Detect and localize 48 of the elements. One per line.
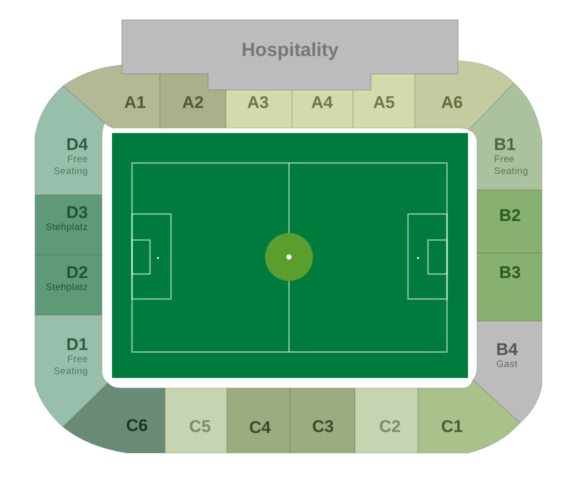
- section-note: Free Seating: [52, 354, 88, 378]
- seating-section: [63, 383, 165, 453]
- section-label: D1: [66, 336, 88, 354]
- seating-section: [160, 74, 226, 128]
- section-label: D3: [66, 204, 88, 222]
- section-note: Stehplatz: [46, 282, 88, 294]
- section-note: Stehplatz: [46, 222, 88, 234]
- seating-section: [353, 74, 415, 128]
- section-note: Free Seating: [494, 154, 530, 178]
- seating-section: [477, 190, 542, 253]
- section-label: D2: [66, 264, 88, 282]
- section-label: C1: [441, 418, 463, 436]
- section-label: A5: [373, 94, 395, 112]
- section-label: B3: [499, 264, 521, 282]
- seating-section: [292, 90, 353, 128]
- hospitality-area: [122, 20, 458, 90]
- section-label: A6: [441, 94, 463, 112]
- seating-section: [469, 83, 542, 190]
- seating-section: [415, 61, 514, 131]
- seating-section: [226, 90, 292, 128]
- section-label: C2: [379, 418, 401, 436]
- area-label: Hospitality: [241, 41, 339, 61]
- seating-section: [35, 86, 106, 195]
- section-label: C3: [312, 418, 334, 436]
- section-note: Free Seating: [52, 154, 88, 178]
- seating-section: [63, 65, 160, 128]
- section-label: A4: [311, 94, 333, 112]
- section-label: A2: [182, 94, 204, 112]
- section-label: B1: [494, 136, 516, 154]
- seating-section: [227, 388, 290, 453]
- section-label: A1: [124, 94, 146, 112]
- section-label: B4: [496, 341, 518, 359]
- section-label: D4: [66, 136, 88, 154]
- seating-section: [35, 315, 108, 427]
- section-label: A3: [247, 94, 269, 112]
- seating-section: [418, 380, 520, 453]
- seating-section: [477, 253, 542, 321]
- section-label: B2: [499, 207, 521, 225]
- section-label: C4: [249, 419, 271, 437]
- section-label: C6: [126, 417, 148, 435]
- seating-section: [35, 195, 102, 255]
- seating-section: [35, 255, 102, 315]
- seating-section: [165, 388, 227, 453]
- section-note: Gast: [496, 359, 518, 371]
- seating-section: [473, 321, 542, 423]
- section-label: C5: [189, 418, 211, 436]
- seating-section: [355, 388, 418, 453]
- seating-section: [290, 388, 355, 453]
